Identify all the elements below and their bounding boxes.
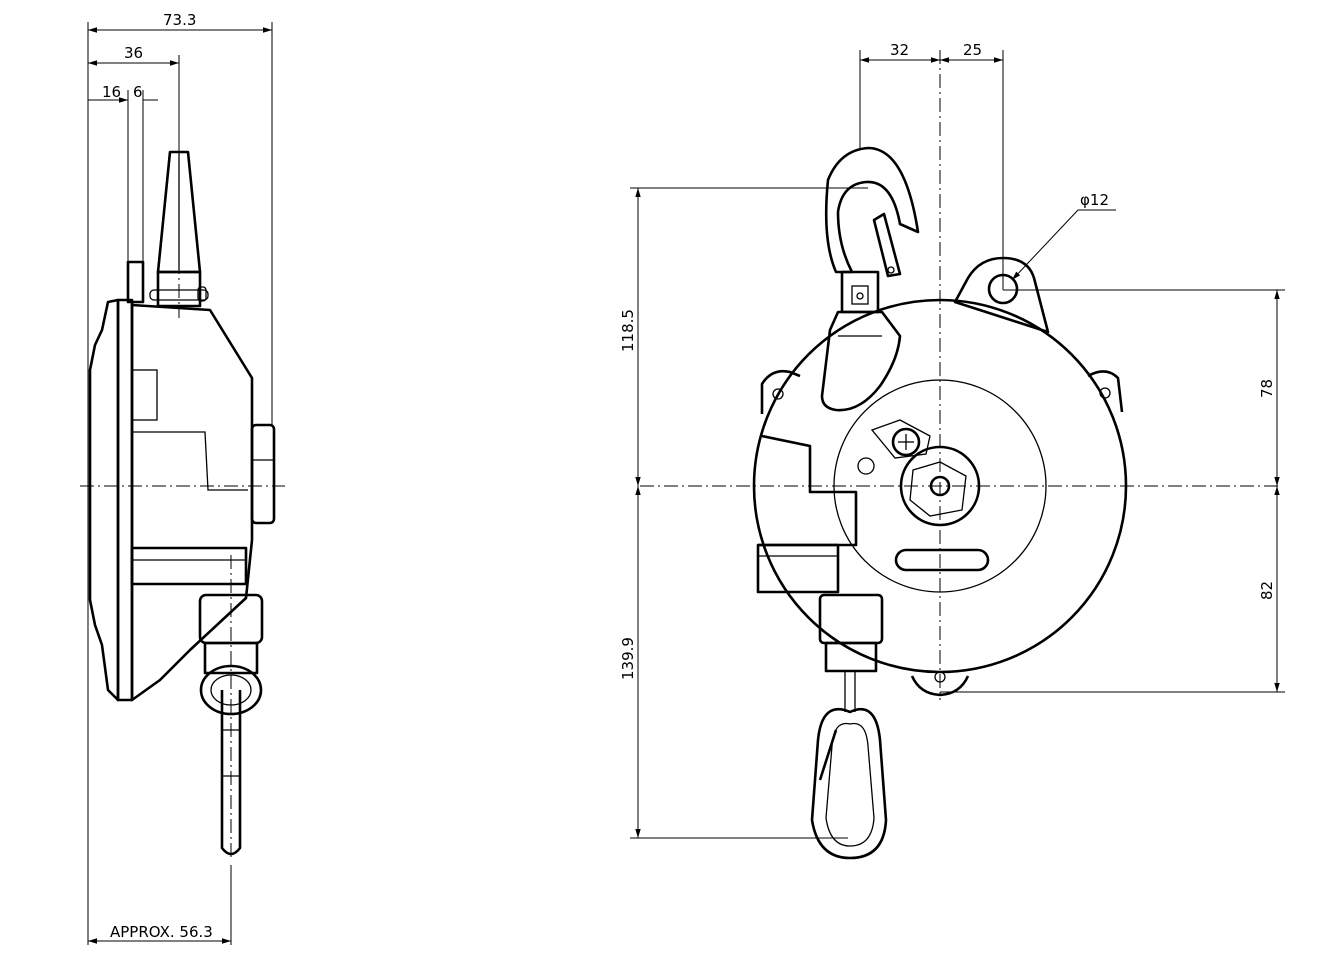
- front-carabiner-gate: [818, 729, 838, 781]
- front-hub-lock: [909, 461, 967, 517]
- dim-leader-hole: [1011, 209, 1079, 281]
- front-hook-swivel: [840, 270, 880, 314]
- front-hook-swivel-pin: [856, 292, 864, 300]
- side-flange-outer: [88, 298, 120, 702]
- front-hook-swivel-window: [851, 285, 869, 305]
- side-housing-step: [132, 431, 248, 491]
- front-view: 32 25 118.5 139.9 78 82 φ12: [619, 41, 1285, 860]
- dim-flange: 16: [102, 83, 121, 101]
- front-stopper-sleeve: [824, 641, 878, 673]
- front-top-mount-lug: [953, 256, 1050, 334]
- dim-bottom-height: 82: [1258, 581, 1276, 600]
- front-hook-latch-pivot: [887, 266, 895, 274]
- side-stopper-sleeve: [203, 641, 259, 675]
- dim-pin: 6: [133, 83, 143, 101]
- front-hub-axle: [929, 475, 951, 497]
- front-hub-outer: [899, 445, 981, 527]
- dim-mount-height: 78: [1258, 379, 1276, 398]
- side-cable-guide: [130, 546, 248, 586]
- front-carabiner: [810, 707, 888, 860]
- front-left-ear-screw: [772, 388, 784, 400]
- side-flange-plate: [116, 298, 134, 702]
- side-eye-ring-inner: [210, 674, 252, 706]
- front-cable-cover: [758, 434, 858, 547]
- side-hook-neck: [156, 270, 202, 308]
- dim-hook-left: 32: [890, 41, 909, 59]
- front-mount-hole: [987, 273, 1019, 305]
- side-carabiner: [220, 690, 242, 856]
- side-hook-collar: [149, 289, 209, 301]
- side-hook-pin: [197, 286, 207, 302]
- front-window-slot: [894, 548, 990, 572]
- dim-lower-height: 139.9: [619, 637, 637, 680]
- dim-approx-label: APPROX. 56.3: [110, 923, 213, 941]
- front-indicator-pin: [857, 457, 875, 475]
- side-housing: [130, 303, 254, 702]
- front-adjust-screw: [891, 427, 921, 457]
- side-housing-boss: [131, 369, 158, 421]
- front-cable-guide: [756, 543, 840, 594]
- front-right-ear: [1087, 370, 1124, 413]
- dim-upper-height: 118.5: [619, 309, 637, 352]
- front-drum: [833, 379, 1047, 593]
- front-adjust-plate: [870, 419, 931, 459]
- side-eye-ring: [199, 664, 263, 716]
- dim-hook-offset: 36: [124, 44, 143, 62]
- side-view: 73.3 36 16 6 APPROX. 56.3: [80, 11, 285, 945]
- dim-hole-diameter: φ12: [1080, 191, 1109, 209]
- dim-mount-right: 25: [963, 41, 982, 59]
- dim-overall-width: 73.3: [163, 11, 196, 29]
- front-housing-disc: [752, 298, 1128, 674]
- side-adjust-knob: [250, 423, 276, 525]
- front-hook: [824, 146, 920, 274]
- front-hook-base: [820, 310, 902, 412]
- side-top-pin: [126, 260, 145, 304]
- front-bottom-ear: [910, 675, 970, 697]
- front-left-ear: [760, 369, 801, 414]
- front-hook-latch: [872, 212, 902, 278]
